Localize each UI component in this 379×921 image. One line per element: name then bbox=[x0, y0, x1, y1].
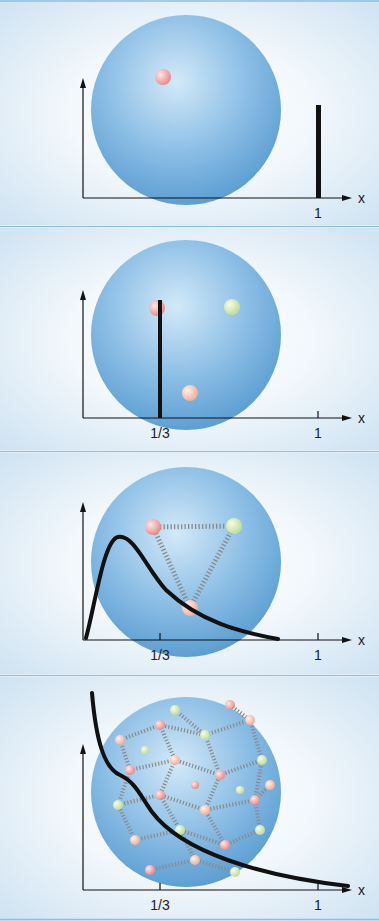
tick-label: 1 bbox=[314, 648, 322, 662]
tick-label: 1/3 bbox=[150, 898, 169, 912]
tick-label: 1 bbox=[314, 898, 322, 912]
axis-label: x bbox=[358, 191, 365, 205]
tick-label: 1/3 bbox=[150, 426, 169, 440]
axis-label: x bbox=[358, 633, 365, 647]
axis-label: x bbox=[358, 883, 365, 897]
tick-label: 1 bbox=[314, 206, 322, 220]
proton-sphere bbox=[91, 15, 281, 887]
tick-label: 1 bbox=[314, 426, 322, 440]
axis-label: x bbox=[358, 411, 365, 425]
panel-2 bbox=[80, 290, 352, 421]
panel-1 bbox=[80, 69, 352, 201]
panel-4 bbox=[80, 693, 352, 893]
tick-label: 1/3 bbox=[150, 648, 169, 662]
panel-3 bbox=[80, 502, 352, 643]
